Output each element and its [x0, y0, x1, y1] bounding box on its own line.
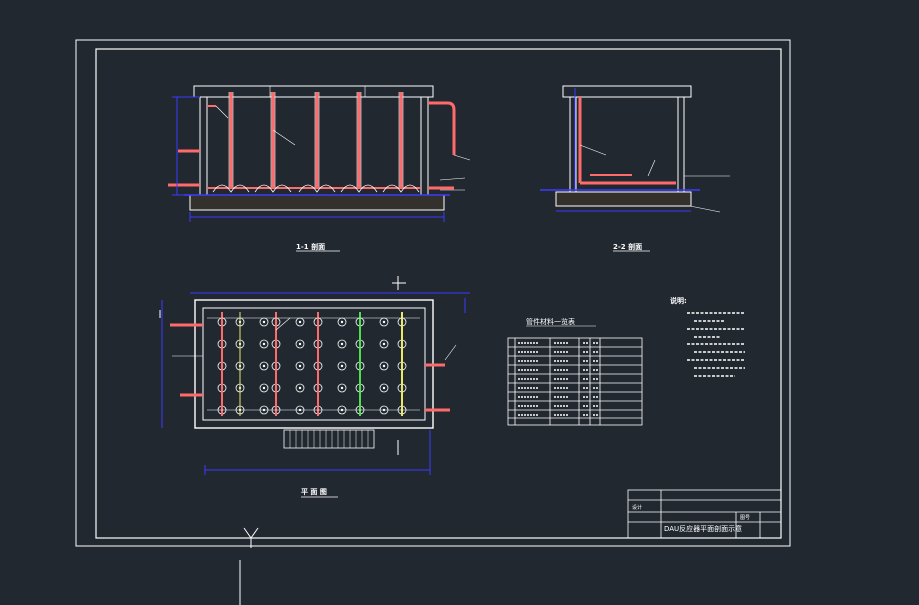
diffuser-center: [340, 386, 344, 390]
diffuser-symbol: [337, 383, 347, 393]
section-1-1-view: [168, 85, 471, 222]
equipment-table-cell-marks: [518, 342, 599, 416]
diffuser-center: [298, 364, 302, 368]
diffuser-symbol: [295, 383, 305, 393]
diffuser-symbol: [337, 339, 347, 349]
plan-dimensions: [161, 292, 470, 475]
left-wall: [199, 96, 208, 196]
diffuser-center: [262, 386, 266, 390]
title-block: [627, 489, 782, 539]
diffuser-symbol: [259, 361, 269, 371]
roof-slab-2: [562, 85, 692, 98]
section-1-1-title: 1-1 剖面: [296, 242, 325, 251]
title-block-drawing-title: DAU反应器平面剖面示意: [664, 524, 742, 533]
outer-sheet-border: [75, 39, 791, 547]
plan-title: 平 面 图: [301, 487, 327, 496]
vertical-risers: [229, 92, 403, 188]
title-block-designer-label: 设计: [632, 504, 642, 511]
equipment-table: [507, 337, 643, 426]
diffuser-symbol: [379, 339, 389, 349]
diffuser-center: [262, 342, 266, 346]
diffuser-center: [382, 320, 386, 324]
floor-slab-2: [555, 191, 692, 207]
plan-view: [159, 276, 470, 475]
diffuser-symbol: [337, 361, 347, 371]
diffuser-symbol: [295, 339, 305, 349]
diffuser-symbol: [295, 361, 305, 371]
plan-pipes: [207, 312, 420, 416]
floor-slab: [189, 194, 445, 211]
diffuser-center: [382, 386, 386, 390]
plan-diffuser-grid: [217, 317, 407, 415]
notes-heading: 说明:: [670, 296, 687, 305]
section-2-2-view: [540, 85, 730, 213]
diffuser-center: [340, 364, 344, 368]
diffuser-center: [298, 320, 302, 324]
diffuser-center: [340, 342, 344, 346]
diffuser-center: [262, 364, 266, 368]
diffuser-center: [382, 364, 386, 368]
section-2-2-title: 2-2 剖面: [613, 242, 642, 251]
equipment-table-title: 管件材料一览表: [526, 317, 575, 326]
inner-drawing-frame: [95, 48, 782, 539]
title-block-drawing-no-label: 图号: [740, 515, 750, 521]
diffuser-center: [382, 342, 386, 346]
diffuser-center: [340, 320, 344, 324]
diffuser-center: [298, 342, 302, 346]
ucs-icon: [239, 527, 259, 605]
diffuser-row: [212, 184, 420, 193]
diffuser-symbol: [259, 339, 269, 349]
notes-lines: [687, 312, 745, 377]
diffuser-center: [262, 320, 266, 324]
diffuser-symbol: [379, 361, 389, 371]
right-wall: [420, 96, 429, 196]
diffuser-symbol: [379, 383, 389, 393]
section-1-dimensions: [172, 96, 445, 222]
right-wall-2: [677, 96, 685, 193]
plan-channel: [283, 429, 375, 449]
diffuser-symbol: [259, 383, 269, 393]
diffuser-center: [298, 386, 302, 390]
